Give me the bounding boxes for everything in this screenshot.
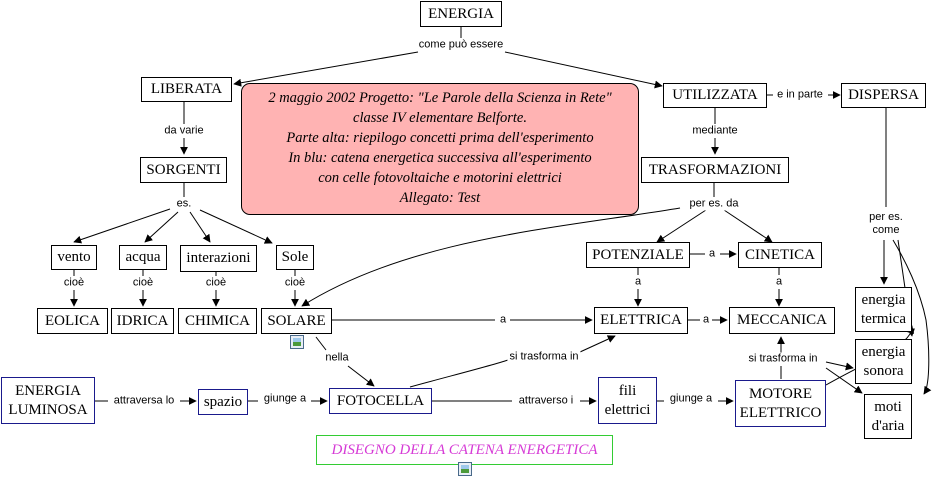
node-solare-label: SOLARE <box>267 312 326 329</box>
node-moti-aria[interactable]: moti d'aria <box>864 394 912 439</box>
link-cioe-acqua: cioè <box>130 276 156 290</box>
node-chimica[interactable]: CHIMICA <box>178 308 257 334</box>
link-e-in-parte: e in parte <box>775 88 825 102</box>
node-meccanica[interactable]: MECCANICA <box>729 307 835 334</box>
node-eolica-label: EOLICA <box>45 312 100 329</box>
node-sole[interactable]: Sole <box>276 245 314 270</box>
node-elettrica[interactable]: ELETTRICA <box>594 307 688 334</box>
note-line: con celle fotovoltaiche e motorini elett… <box>318 170 562 186</box>
node-cinetica[interactable]: CINETICA <box>738 242 822 268</box>
link-es: es. <box>174 197 194 211</box>
link-si-trasforma-in-motore: si trasforma in <box>746 352 820 366</box>
node-energia-termica[interactable]: energia termica <box>855 287 912 332</box>
node-sorgenti[interactable]: SORGENTI <box>140 157 227 183</box>
node-energia-luminosa-label: ENERGIA LUMINOSA <box>8 382 88 418</box>
node-motore-elettrico-label: MOTORE ELETTRICO <box>739 385 822 421</box>
node-spazio[interactable]: spazio <box>198 389 248 415</box>
node-energia[interactable]: ENERGIA <box>420 1 502 27</box>
node-utilizzata-label: UTILIZZATA <box>672 87 758 103</box>
link-giunge-a-fili: giunge a <box>667 392 715 406</box>
resource-link-label: DISEGNO DELLA CATENA ENERGETICA <box>331 441 598 458</box>
node-fili-elettrici[interactable]: fili elettrici <box>598 377 657 424</box>
node-trasformazioni[interactable]: TRASFORMAZIONI <box>641 157 789 183</box>
node-energia-sonora-label: energia sonora <box>861 343 906 379</box>
node-spazio-label: spazio <box>203 393 243 410</box>
link-a-cinetica-meccanica: a <box>773 275 785 289</box>
node-energia-label: ENERGIA <box>428 5 494 22</box>
node-idrica-label: IDRICA <box>116 312 169 329</box>
note-line: Parte alta: riepilogo concetti prima del… <box>286 130 594 146</box>
link-da-varie: da varie <box>162 124 206 138</box>
node-sole-label: Sole <box>281 249 309 265</box>
link-cioe-sole: cioè <box>282 276 308 290</box>
node-acqua[interactable]: acqua <box>119 245 167 270</box>
node-interazioni[interactable]: interazioni <box>180 245 257 272</box>
node-trasformazioni-label: TRASFORMAZIONI <box>648 161 782 178</box>
note-line: classe IV elementare Belforte. <box>353 110 527 126</box>
link-attraversa-lo: attraversa lo <box>111 394 177 408</box>
node-liberata[interactable]: LIBERATA <box>141 77 232 102</box>
node-fotocella-label: FOTOCELLA <box>336 392 425 409</box>
note-line: 2 maggio 2002 Progetto: "Le Parole della… <box>268 90 612 106</box>
note-line: Allegato: Test <box>399 190 481 206</box>
node-energia-sonora[interactable]: energia sonora <box>855 339 912 384</box>
link-cioe-interazioni: cioè <box>203 276 229 290</box>
node-moti-aria-label: moti d'aria <box>871 398 905 434</box>
link-a-potenziale-cinetica: a <box>706 247 718 261</box>
node-eolica[interactable]: EOLICA <box>37 308 108 334</box>
node-interazioni-label: interazioni <box>186 250 251 266</box>
link-nella: nella <box>323 351 351 365</box>
node-potenziale[interactable]: POTENZIALE <box>586 242 690 268</box>
link-cioe-vento: cioè <box>61 276 87 290</box>
attachment-icon[interactable] <box>290 335 304 349</box>
node-fili-elettrici-label: fili elettrici <box>604 382 651 418</box>
link-mediante: mediante <box>690 124 740 138</box>
node-vento-label: vento <box>57 249 91 265</box>
node-idrica[interactable]: IDRICA <box>111 308 174 334</box>
node-liberata-label: LIBERATA <box>150 81 223 97</box>
node-dispersa[interactable]: DISPERSA <box>841 83 926 108</box>
node-dispersa-label: DISPERSA <box>848 87 919 103</box>
node-vento[interactable]: vento <box>51 245 97 270</box>
node-chimica-label: CHIMICA <box>184 312 250 329</box>
image-resource-icon[interactable] <box>458 462 472 476</box>
node-fotocella[interactable]: FOTOCELLA <box>329 388 432 414</box>
project-note: 2 maggio 2002 Progetto: "Le Parole della… <box>241 83 639 215</box>
link-per-es-come: per es. come <box>867 211 905 237</box>
link-a-elettrica-meccanica: a <box>700 313 712 327</box>
node-solare[interactable]: SOLARE <box>261 308 332 334</box>
node-elettrica-label: ELETTRICA <box>600 312 682 328</box>
node-cinetica-label: CINETICA <box>745 246 815 263</box>
node-sorgenti-label: SORGENTI <box>146 161 221 178</box>
node-energia-termica-label: energia termica <box>861 291 906 327</box>
resource-link-disegno[interactable]: DISEGNO DELLA CATENA ENERGETICA <box>316 435 613 465</box>
link-giunge-a-spazio: giunge a <box>261 392 309 406</box>
link-a-solare-elettrica: a <box>497 313 509 327</box>
link-per-es-da: per es. da <box>687 197 741 211</box>
link-a-potenziale-elettrica: a <box>632 275 644 289</box>
link-si-trasforma-in-fotocella: si trasforma in <box>507 350 581 364</box>
node-utilizzata[interactable]: UTILIZZATA <box>663 83 767 108</box>
node-acqua-label: acqua <box>125 249 161 265</box>
link-attraverso-i: attraverso i <box>516 394 576 408</box>
node-energia-luminosa[interactable]: ENERGIA LUMINOSA <box>1 377 95 424</box>
link-come-puo-essere: come può essere <box>416 38 506 52</box>
node-meccanica-label: MECCANICA <box>736 312 827 328</box>
note-line: In blu: catena energetica successiva all… <box>288 150 592 166</box>
node-motore-elettrico[interactable]: MOTORE ELETTRICO <box>735 380 826 427</box>
node-potenziale-label: POTENZIALE <box>592 246 684 263</box>
